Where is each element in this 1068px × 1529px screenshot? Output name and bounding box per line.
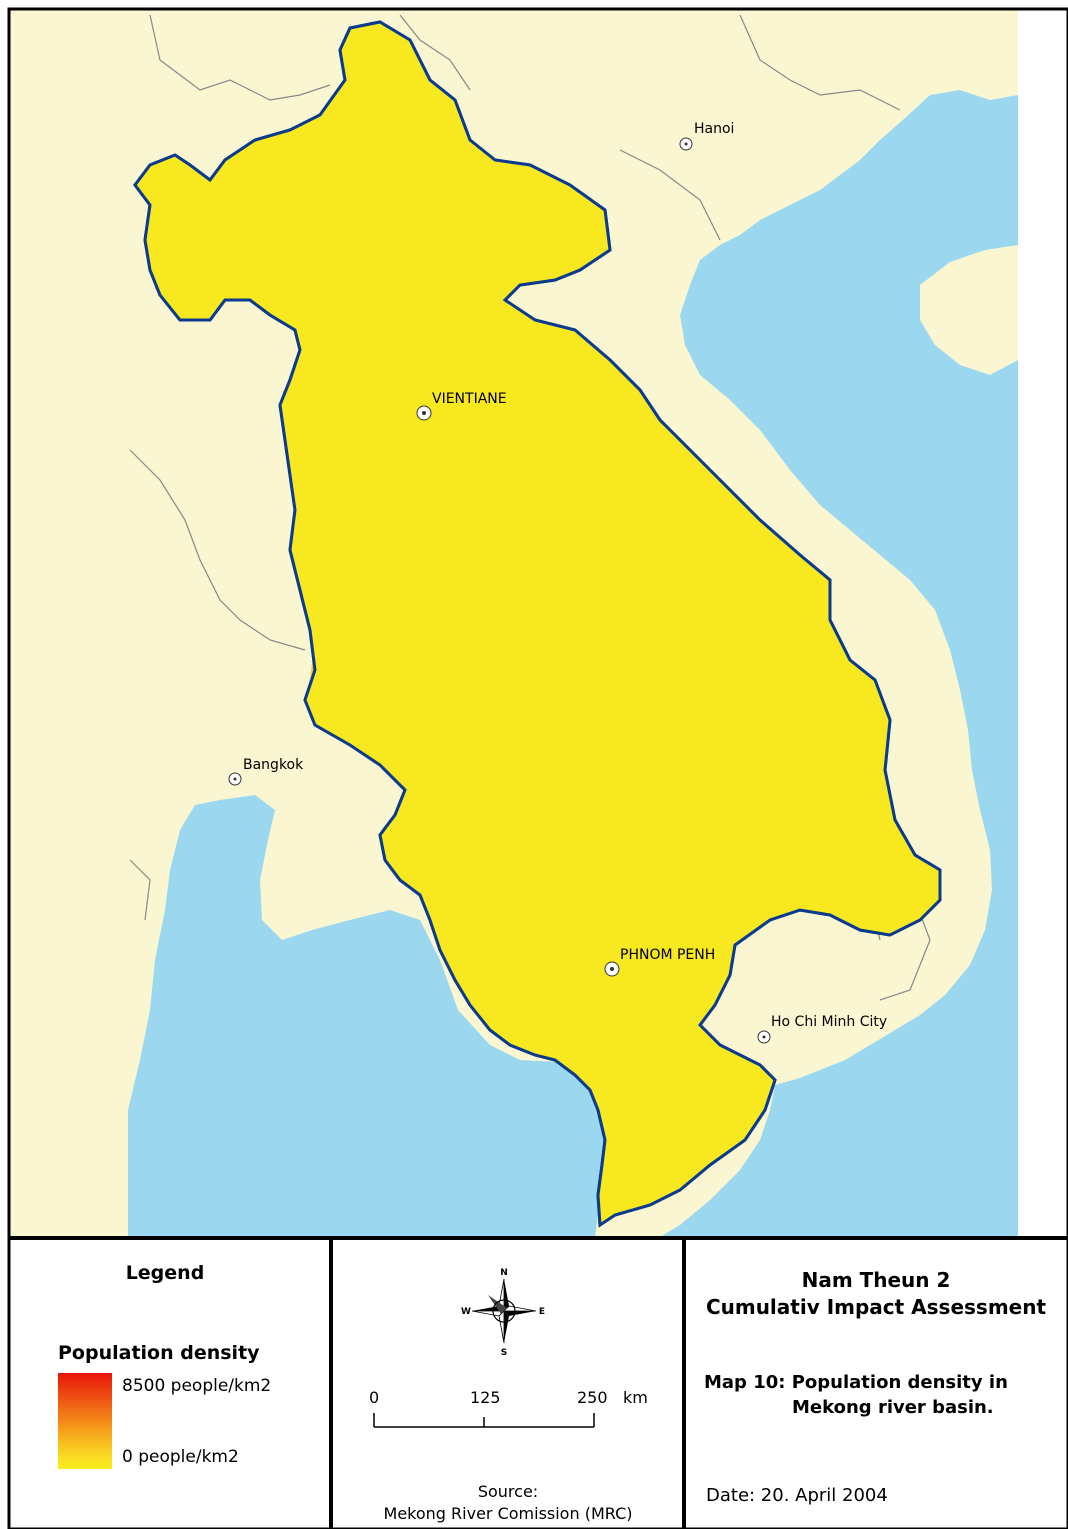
city-label-hanoi: Hanoi xyxy=(694,121,734,137)
scale-bar xyxy=(373,1413,595,1428)
scale-tick-0: 0 xyxy=(369,1388,380,1407)
city-label-ho-chi-minh: Ho Chi Minh City xyxy=(771,1014,887,1030)
scale-tick-125: 125 xyxy=(470,1388,501,1407)
map-date: Date: 20. April 2004 xyxy=(706,1485,888,1506)
compass-south: S xyxy=(501,1348,507,1358)
frame-borders xyxy=(7,7,1068,1529)
legend-min-label: 0 people/km2 xyxy=(122,1447,239,1467)
city-hanoi: Hanoi xyxy=(679,121,734,151)
source-label: Source: xyxy=(477,1482,539,1501)
city-marker-dot xyxy=(610,967,614,971)
scale-unit: km xyxy=(623,1388,648,1407)
compass-rose-icon: N S E W xyxy=(461,1268,545,1358)
scale-tick-250: 250 xyxy=(577,1388,608,1407)
compass-east: E xyxy=(539,1307,545,1317)
malay-peninsula xyxy=(128,855,160,1050)
city-vientiane: VIENTIANE xyxy=(416,391,507,421)
compass-west: W xyxy=(461,1307,471,1317)
legend-max-label: 8500 people/km2 xyxy=(122,1376,272,1396)
city-phnom-penh: PHNOM PENH xyxy=(604,947,715,977)
gulf-of-thailand xyxy=(128,795,605,1237)
city-ho-chi-minh: Ho Chi Minh City xyxy=(757,1014,887,1044)
city-marker-dot xyxy=(422,411,426,415)
project-title: Nam Theun 2 xyxy=(801,1268,951,1292)
map-title-line2: Mekong river basin. xyxy=(792,1397,994,1418)
scale-panel: 0 125 250 km Source: Mekong River Comiss… xyxy=(333,1238,683,1529)
city-marker-dot xyxy=(684,142,688,146)
map-title-line1: Map 10: Population density in xyxy=(704,1372,1008,1393)
legend-panel: Legend Population density 8500 people/km… xyxy=(10,1238,331,1529)
legend-color-ramp xyxy=(58,1373,112,1469)
city-bangkok: Bangkok xyxy=(228,757,304,786)
source-text: Mekong River Comission (MRC) xyxy=(383,1504,633,1523)
title-panel: Nam Theun 2 Cumulativ Impact Assessment … xyxy=(686,1238,1066,1529)
city-marker-dot xyxy=(762,1035,766,1039)
map-area xyxy=(10,10,1068,1237)
legend-title: Legend xyxy=(125,1262,205,1284)
city-label-phnom-penh: PHNOM PENH xyxy=(620,947,715,963)
city-label-vientiane: VIENTIANE xyxy=(432,391,507,407)
hainan-island xyxy=(920,245,1018,375)
city-marker-dot xyxy=(233,777,237,781)
map-margin xyxy=(1018,10,1068,1237)
city-label-bangkok: Bangkok xyxy=(243,757,304,773)
project-subtitle: Cumulativ Impact Assessment xyxy=(705,1295,1047,1319)
compass-north: N xyxy=(500,1268,508,1278)
south-china-sea xyxy=(660,90,1018,1237)
legend-subtitle: Population density xyxy=(58,1342,260,1364)
